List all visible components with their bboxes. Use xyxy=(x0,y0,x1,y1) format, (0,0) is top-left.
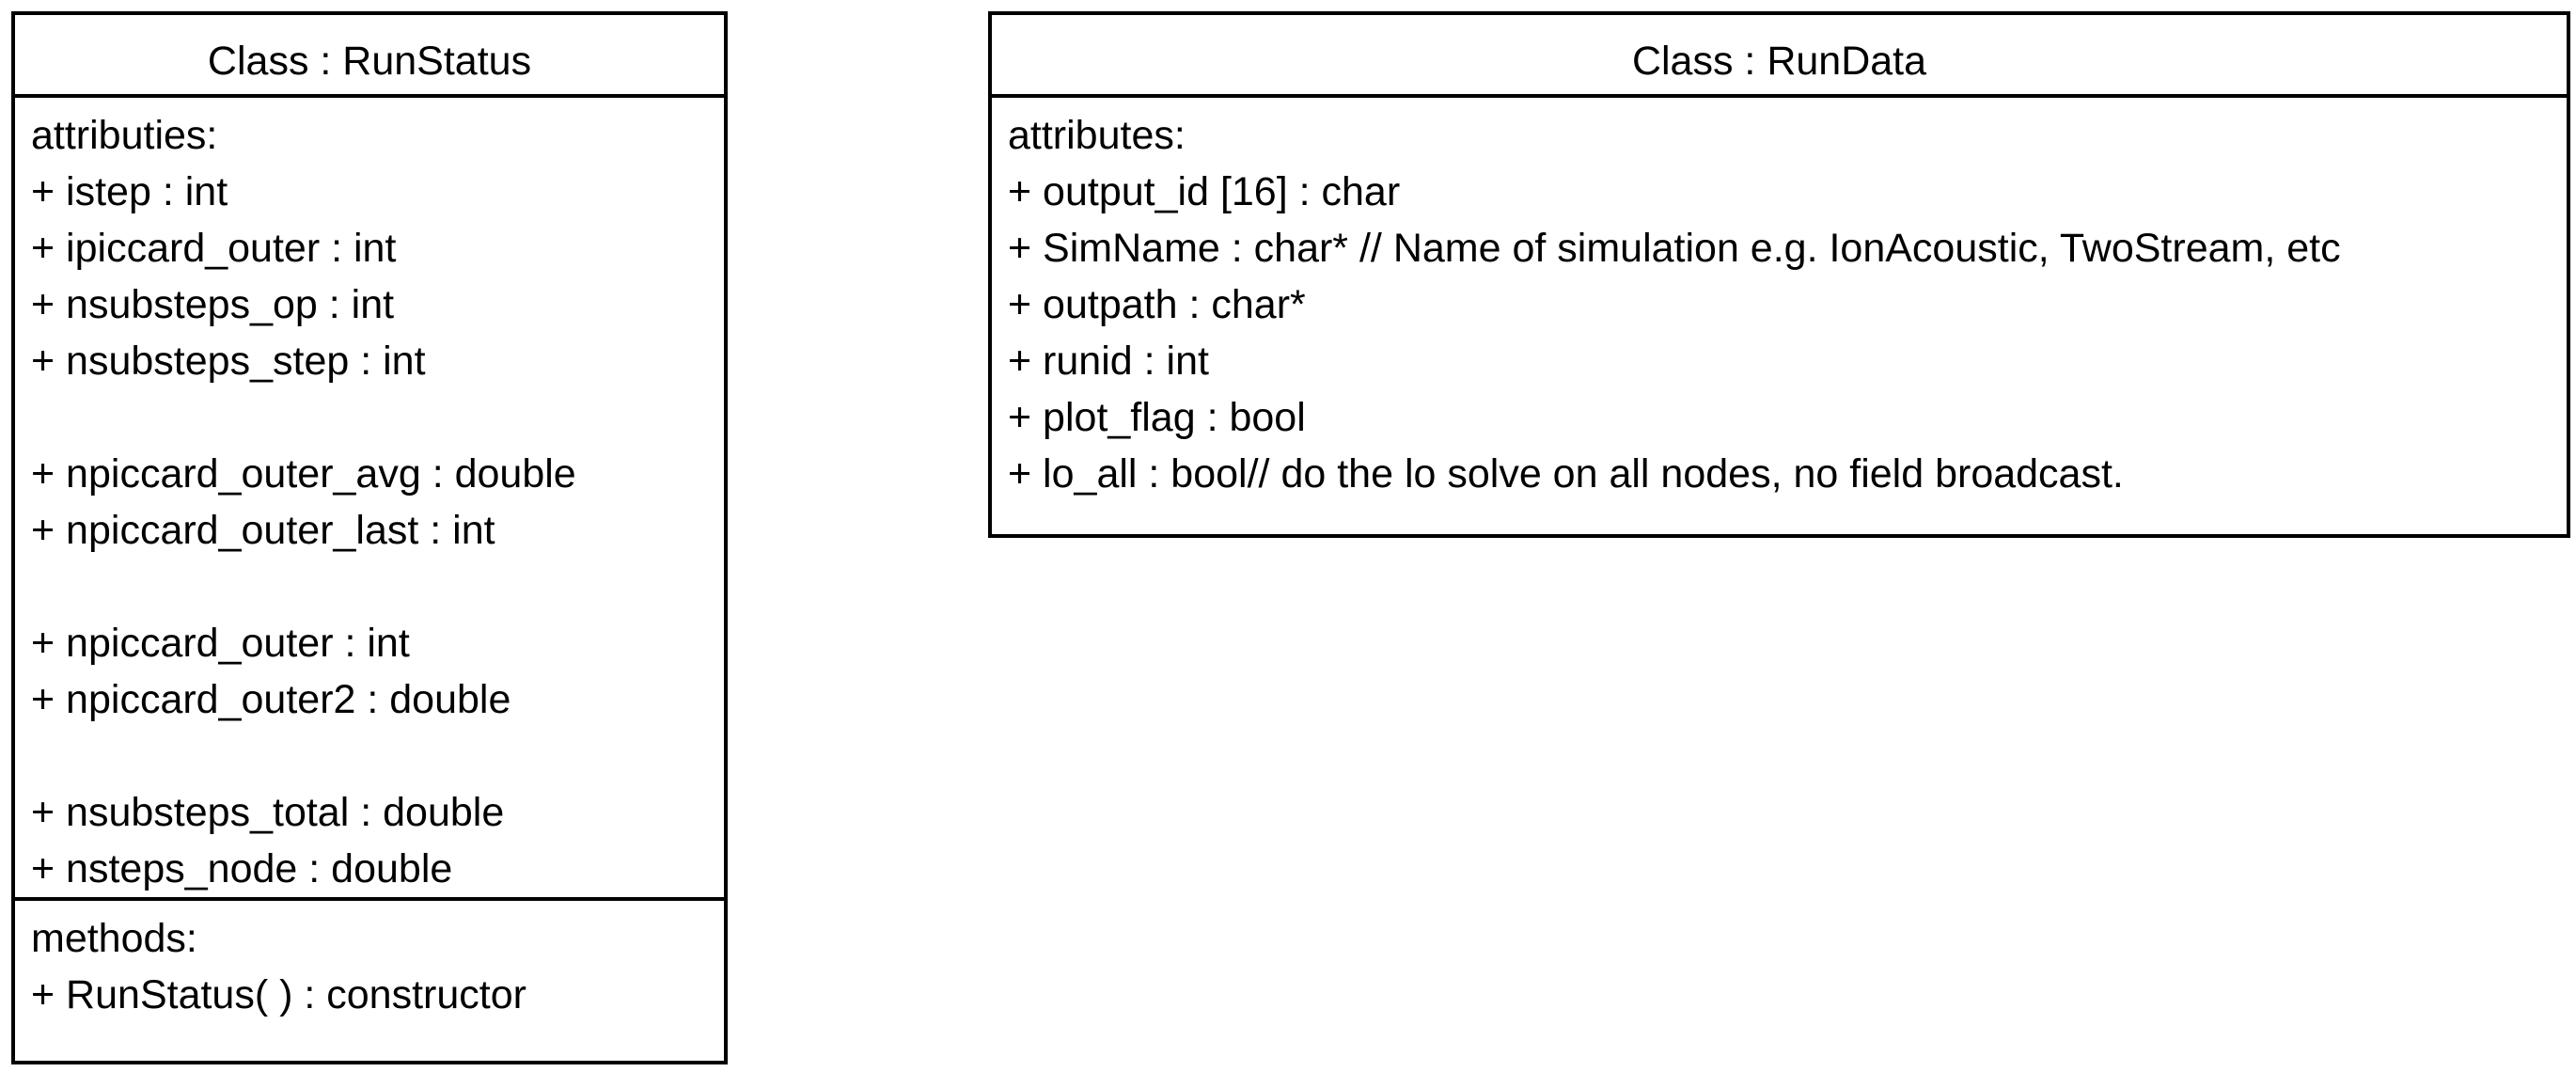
attribute-spacer xyxy=(31,559,724,615)
class-box-runstatus: Class : RunStatus attributies: + istep :… xyxy=(11,11,728,1064)
attribute-item: + nsteps_node : double xyxy=(31,846,453,891)
attribute-item: + outpath : char* xyxy=(1008,282,1306,327)
attributes-section-rundata: attributes: + output_id [16] : char + Si… xyxy=(992,98,2567,502)
attribute-item: + ipiccard_outer : int xyxy=(31,226,397,271)
attribute-spacer xyxy=(31,728,724,784)
attribute-item: + nsubsteps_step : int xyxy=(31,339,426,384)
attribute-item: + runid : int xyxy=(1008,339,1209,384)
class-box-rundata: Class : RunData attributes: + output_id … xyxy=(988,11,2570,538)
attribute-item: + SimName : char* // Name of simulation … xyxy=(1008,226,2341,271)
attribute-item: + npiccard_outer : int xyxy=(31,621,410,666)
method-item: + RunStatus( ) : constructor xyxy=(31,972,526,1017)
methods-section-runstatus: methods: + RunStatus( ) : constructor xyxy=(15,897,724,1023)
attribute-item: + nsubsteps_op : int xyxy=(31,282,395,327)
class-title-rundata: Class : RunData xyxy=(992,15,2567,98)
attributes-section-runstatus: attributies: + istep : int + ipiccard_ou… xyxy=(15,98,724,897)
methods-heading: methods: xyxy=(31,916,197,961)
attribute-spacer xyxy=(31,389,724,446)
attributes-heading: attributes: xyxy=(1008,113,1186,158)
attribute-item: + npiccard_outer_last : int xyxy=(31,508,495,553)
attribute-item: + npiccard_outer_avg : double xyxy=(31,451,576,497)
attribute-item: + lo_all : bool// do the lo solve on all… xyxy=(1008,451,2124,497)
attribute-item: + npiccard_outer2 : double xyxy=(31,677,511,722)
attributes-heading: attributies: xyxy=(31,113,218,158)
attribute-item: + plot_flag : bool xyxy=(1008,395,1306,440)
attribute-item: + istep : int xyxy=(31,169,228,214)
attribute-item: + nsubsteps_total : double xyxy=(31,790,505,835)
class-title-runstatus: Class : RunStatus xyxy=(15,15,724,98)
attribute-item: + output_id [16] : char xyxy=(1008,169,1401,214)
